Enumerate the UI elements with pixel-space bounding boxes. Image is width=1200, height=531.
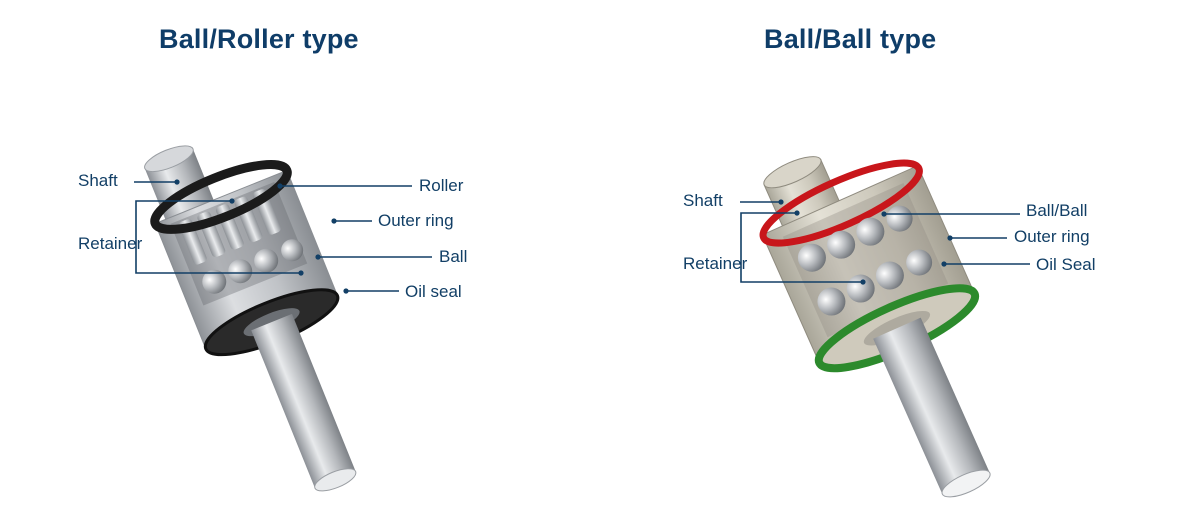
left-label-roller: Roller bbox=[419, 176, 464, 195]
ball-roller-title: Ball/Roller type bbox=[159, 24, 359, 54]
right-label-retainer: Retainer bbox=[683, 254, 748, 273]
ball-ball-title: Ball/Ball type bbox=[764, 24, 937, 54]
ball-roller-bearing-illustration bbox=[144, 145, 357, 492]
right-leader-lines bbox=[740, 199, 1030, 285]
left-leader-lines bbox=[134, 179, 432, 294]
left-label-outer-ring: Outer ring bbox=[378, 211, 454, 230]
left-label-shaft: Shaft bbox=[78, 171, 118, 190]
right-label-ball-ball: Ball/Ball bbox=[1026, 201, 1088, 220]
left-label-ball: Ball bbox=[439, 247, 468, 266]
right-label-shaft: Shaft bbox=[683, 191, 723, 210]
ball-ball-bearing-illustration bbox=[759, 156, 991, 498]
right-label-oil-seal: Oil Seal bbox=[1036, 255, 1096, 274]
right-label-outer-ring: Outer ring bbox=[1014, 227, 1090, 246]
left-label-retainer: Retainer bbox=[78, 234, 143, 253]
left-label-oil-seal: Oil seal bbox=[405, 282, 462, 301]
